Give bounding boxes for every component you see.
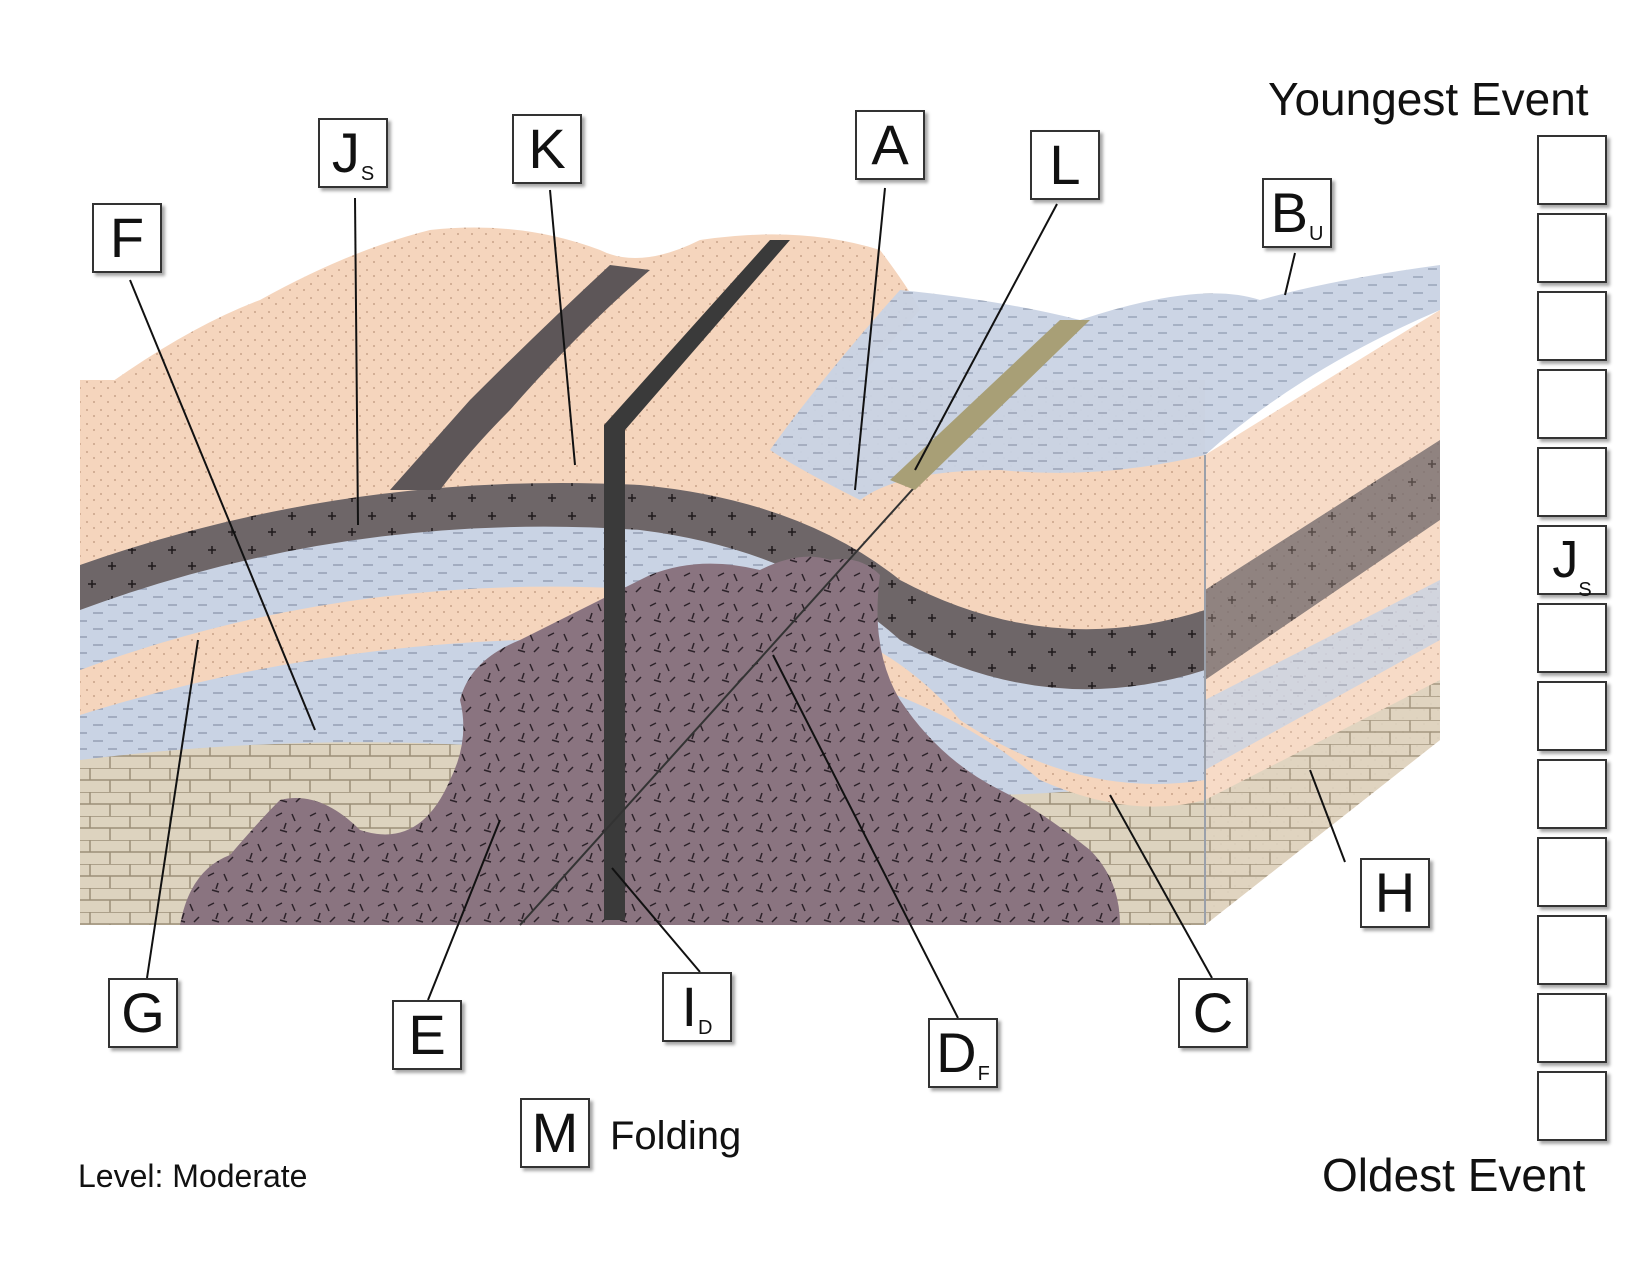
label-i: ID: [662, 972, 732, 1042]
label-f: F: [92, 203, 162, 273]
label-e: E: [392, 1000, 462, 1070]
igneous-intrusion-e: [180, 556, 1120, 925]
sequence-slot-5[interactable]: [1537, 447, 1607, 517]
sill-l: [890, 320, 1090, 490]
sequence-slot-13[interactable]: [1537, 1071, 1607, 1141]
sequence-slot-6[interactable]: JS: [1537, 525, 1607, 601]
label-j: JS: [318, 118, 388, 188]
label-c: C: [1178, 978, 1248, 1048]
sequence-slot-7[interactable]: [1537, 603, 1607, 673]
fault-line-d: [519, 469, 931, 926]
label-k: K: [512, 114, 582, 184]
oldest-event-label: Oldest Event: [1322, 1149, 1586, 1201]
sequence-slot-4[interactable]: [1537, 369, 1607, 439]
vertical-dike-i: [604, 240, 790, 920]
leader-lines: [129, 187, 1346, 1019]
folding-text: Folding: [610, 1114, 742, 1158]
sequence-slot-11[interactable]: [1537, 915, 1607, 985]
label-h: H: [1360, 858, 1430, 928]
sequence-slot-8[interactable]: [1537, 681, 1607, 751]
side-face-dark-band: [1205, 440, 1440, 680]
sequence-slot-10[interactable]: [1537, 837, 1607, 907]
label-b: BU: [1262, 178, 1332, 248]
label-m: M: [520, 1098, 590, 1168]
sequence-slot-12[interactable]: [1537, 993, 1607, 1063]
label-d: DF: [928, 1018, 998, 1088]
sequence-slot-1[interactable]: [1537, 135, 1607, 205]
label-a: A: [855, 110, 925, 180]
inclined-dike-k: [390, 265, 650, 490]
level-text: Level: Moderate: [78, 1158, 308, 1194]
sequence-slot-3[interactable]: [1537, 291, 1607, 361]
label-l: L: [1030, 130, 1100, 200]
label-g: G: [108, 978, 178, 1048]
sequence-slot-2[interactable]: [1537, 213, 1607, 283]
side-face-shale: [1205, 580, 1440, 770]
sequence-slot-9[interactable]: [1537, 759, 1607, 829]
youngest-event-label: Youngest Event: [1268, 73, 1589, 125]
hill-surface: [80, 227, 920, 420]
